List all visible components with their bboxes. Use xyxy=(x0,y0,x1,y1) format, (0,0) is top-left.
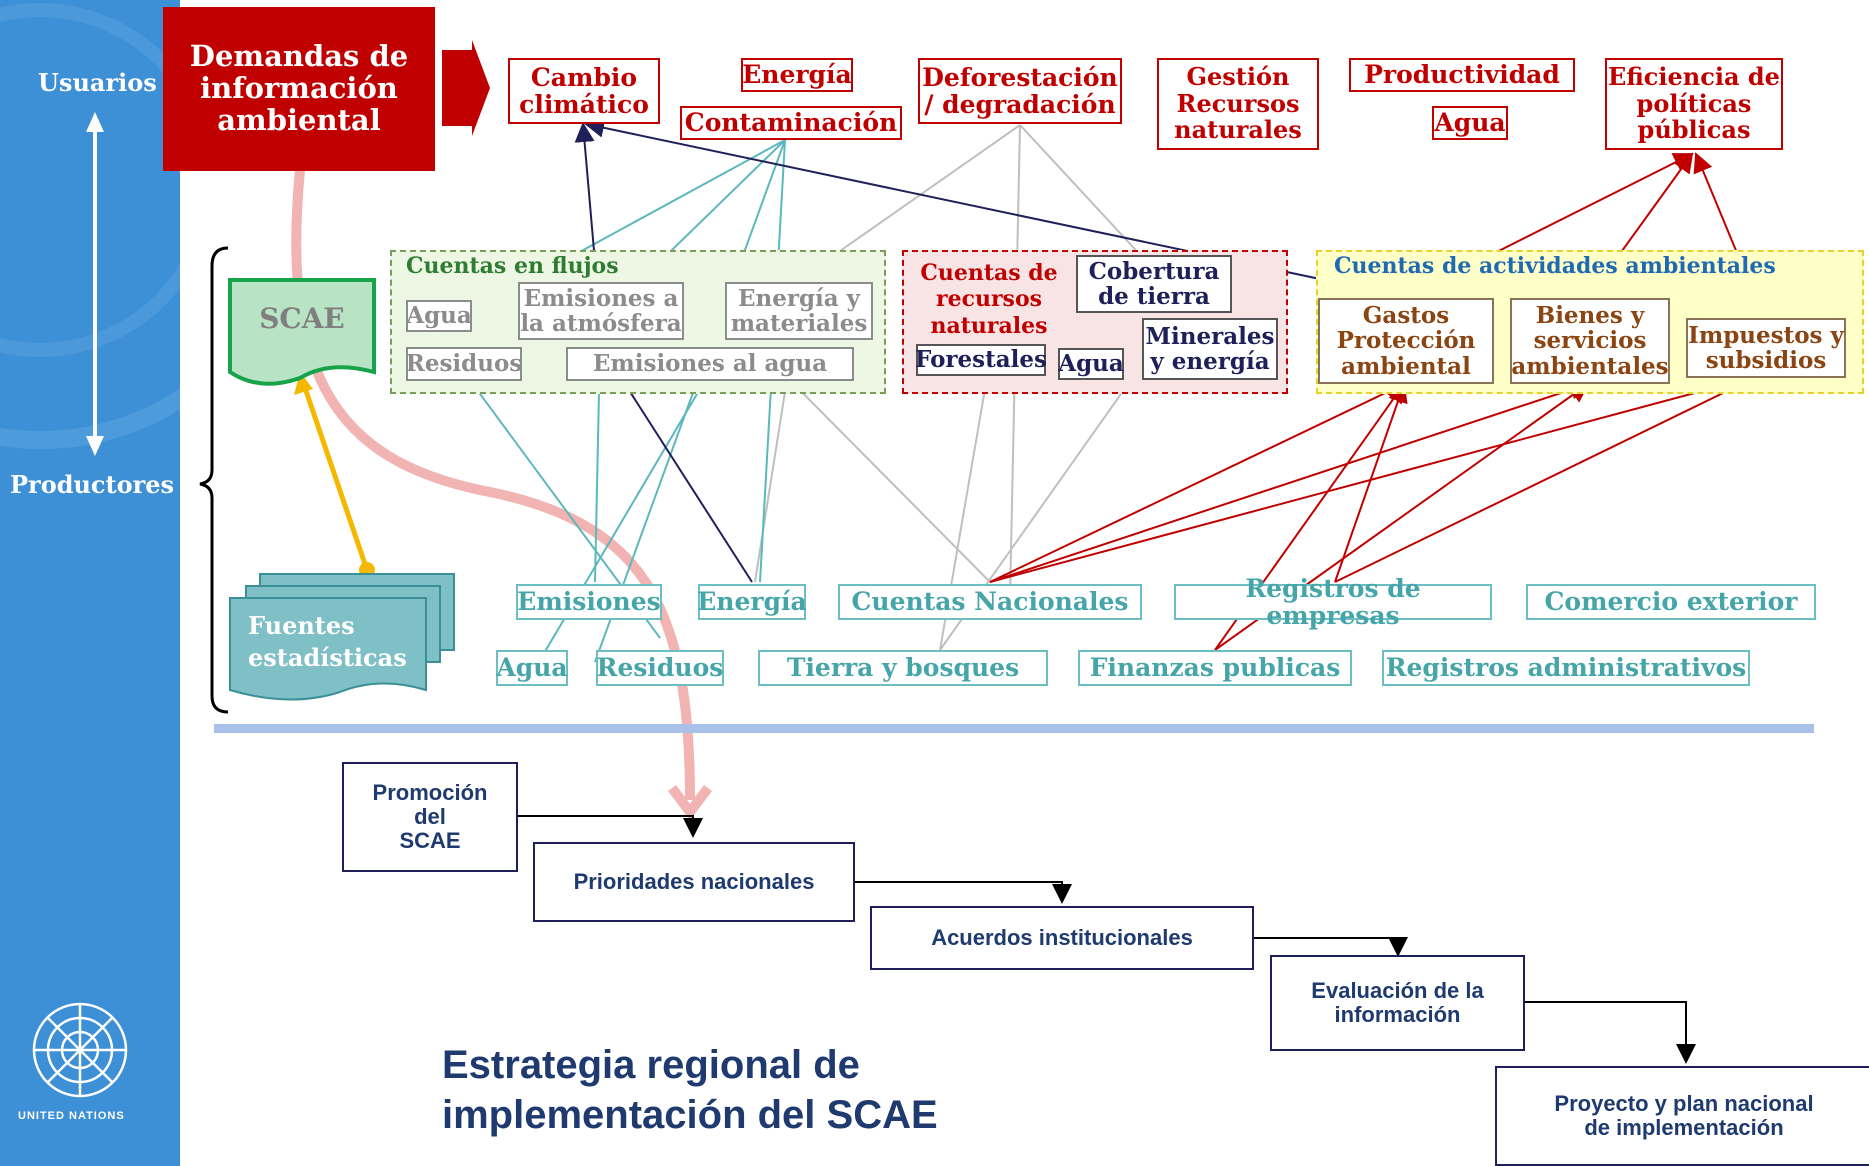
users-label: Usuarios xyxy=(38,68,157,97)
demand-cambio-climatico: Cambio climático xyxy=(508,58,660,124)
source-finanzas-publicas: Finanzas publicas xyxy=(1078,650,1352,686)
demand-eficiencia: Eficiencia de políticas públicas xyxy=(1605,58,1783,150)
demand-contaminacion: Contaminación xyxy=(680,106,902,140)
source-cuentas-nacionales: Cuentas Nacionales xyxy=(838,584,1142,620)
source-registros-administrativos: Registros administrativos xyxy=(1382,650,1750,686)
step-acuerdos: Acuerdos institucionales xyxy=(870,906,1254,970)
fuentes-label: Fuentes estadísticas xyxy=(248,611,407,673)
scae-label: SCAE xyxy=(259,302,345,335)
flujos-energia-materiales: Energía y materiales xyxy=(725,282,873,340)
step-evaluacion: Evaluación de la información xyxy=(1270,955,1525,1051)
recursos-minerales: Minerales y energía xyxy=(1142,318,1278,380)
demand-agua: Agua xyxy=(1432,106,1508,140)
source-comercio-exterior: Comercio exterior xyxy=(1526,584,1816,620)
recursos-cobertura: Cobertura de tierra xyxy=(1076,255,1232,313)
flujos-agua: Agua xyxy=(406,300,472,332)
recursos-forestales: Forestales xyxy=(915,344,1047,376)
flujos-emisiones-atmosfera: Emisiones a la atmósfera xyxy=(518,282,684,340)
source-energia: Energía xyxy=(697,584,807,620)
demand-deforestacion: Deforestación / degradación xyxy=(918,58,1122,124)
divider-bar xyxy=(214,724,1814,733)
recursos-agua: Agua xyxy=(1058,348,1124,380)
panel-recursos-title: Cuentas de recursos naturales xyxy=(920,260,1058,339)
flujos-emisiones-agua: Emisiones al agua xyxy=(566,347,854,381)
strategy-title: Estrategia regional de implementación de… xyxy=(442,1043,938,1137)
un-emblem-icon xyxy=(32,1002,128,1098)
demand-productividad: Productividad xyxy=(1349,58,1575,92)
source-agua: Agua xyxy=(496,650,568,686)
actividades-impuestos: Impuestos y subsidios xyxy=(1686,318,1846,378)
panel-flujos-title: Cuentas en flujos xyxy=(406,253,619,279)
producers-label: Productores xyxy=(10,470,175,499)
step-prioridades: Prioridades nacionales xyxy=(533,842,855,922)
actividades-gastos: Gastos Protección ambiental xyxy=(1318,298,1494,384)
step-proyecto: Proyecto y plan nacional de implementaci… xyxy=(1495,1066,1869,1166)
source-registros-empresas: Registros de empresas xyxy=(1174,574,1492,629)
producers-bracket xyxy=(199,246,229,714)
gold-arrow xyxy=(300,381,370,571)
source-residuos: Residuos xyxy=(596,650,724,686)
actividades-bienes: Bienes y servicios ambientales xyxy=(1510,298,1670,384)
step-connectors xyxy=(518,815,1696,1064)
org-label: UNITED NATIONS xyxy=(18,1110,125,1122)
sidebar-decoration xyxy=(0,3,180,456)
demand-arrow xyxy=(442,40,490,136)
demand-gestion-recursos: Gestión Recursos naturales xyxy=(1157,58,1319,150)
source-emisiones: Emisiones xyxy=(516,584,662,620)
flujos-residuos: Residuos xyxy=(406,347,522,381)
step-promocion: Promoción del SCAE xyxy=(342,762,518,872)
sidebar xyxy=(0,0,180,1166)
panel-actividades-title: Cuentas de actividades ambientales xyxy=(1334,253,1776,279)
demand-energia: Energía xyxy=(741,58,853,92)
source-tierra-bosques: Tierra y bosques xyxy=(758,650,1048,686)
demand-box: Demandas de información ambiental xyxy=(163,7,435,171)
